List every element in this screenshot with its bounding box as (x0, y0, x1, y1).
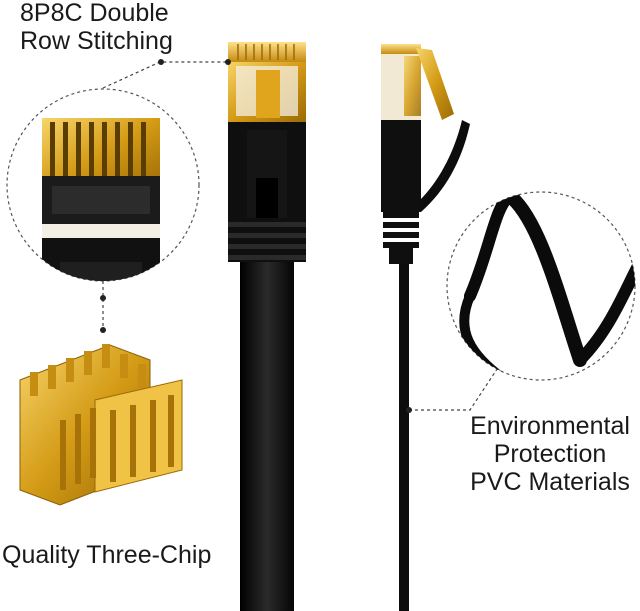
label-double-row-stitching: 8P8C Double Row Stitching (20, 0, 173, 55)
cable-front-view (228, 42, 306, 611)
zoom-circle-cable (446, 191, 636, 381)
zoom-circle-connector (6, 88, 200, 282)
label-three-chip: Quality Three-Chip (2, 541, 212, 569)
cable-side-view (381, 44, 470, 611)
three-chip-contacts (19, 344, 183, 506)
label-pvc-materials: Environmental Protection PVC Materials (470, 412, 630, 496)
